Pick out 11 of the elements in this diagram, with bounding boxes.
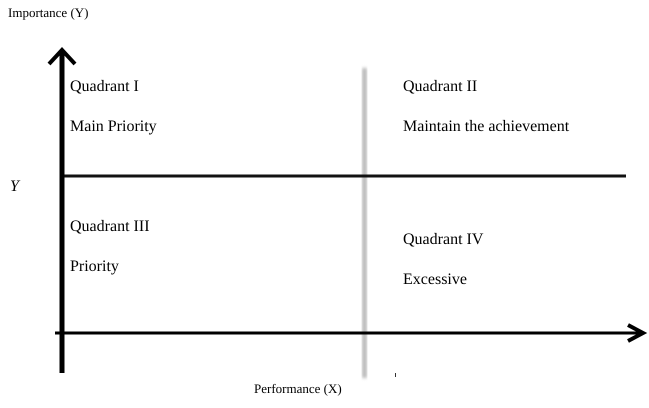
axis-title: Performance (X) [254,381,342,397]
quadrant-description: Excessive [403,270,467,290]
quadrant-title: Quadrant III [70,217,150,236]
quadrant-description: Main Priority [70,117,157,136]
quadrant-description: Maintain the achievement [403,117,570,136]
quadrant-title: Quadrant IV [403,230,484,250]
quadrant-title: Quadrant I [70,77,139,96]
axis-title: Importance (Y) [8,5,88,21]
quadrant-description: Priority [70,257,119,276]
quadrant-title: Quadrant II [403,77,478,96]
axis-value-label: Y [10,177,19,196]
